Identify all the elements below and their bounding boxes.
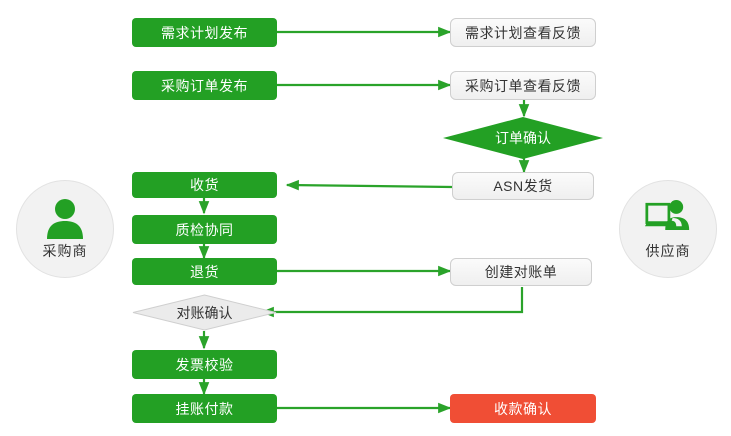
actor-buyer-label: 采购商 [42, 243, 88, 259]
diamond-shape-statement-confirm [132, 294, 277, 331]
edge-asn-to-receive [285, 179, 453, 191]
person-icon [47, 199, 83, 239]
node-invoice-verify[interactable]: 发票校验 [132, 350, 277, 379]
actor-supplier-label: 供应商 [645, 243, 691, 259]
node-demand-plan-publish[interactable]: 需求计划发布 [132, 18, 277, 47]
actor-supplier: 供应商 [619, 180, 717, 278]
node-statement-confirm[interactable]: 对账确认 [132, 294, 277, 331]
node-purchase-order-feedback[interactable]: 采购订单查看反馈 [450, 71, 596, 100]
node-purchase-order-publish[interactable]: 采购订单发布 [132, 71, 277, 100]
actor-buyer: 采购商 [16, 180, 114, 278]
node-return-goods[interactable]: 退货 [132, 258, 277, 285]
node-demand-plan-feedback[interactable]: 需求计划查看反馈 [450, 18, 596, 47]
node-order-confirm[interactable]: 订单确认 [442, 116, 604, 160]
person-computer-icon [645, 200, 690, 230]
node-receipt-confirm[interactable]: 收款确认 [450, 394, 596, 423]
node-receive-goods[interactable]: 收货 [132, 172, 277, 198]
edge-statement-to-confirm [260, 287, 524, 318]
diamond-shape-order-confirm [443, 117, 603, 159]
node-statement-confirm-label: 对账确认 [176, 304, 233, 321]
node-create-statement[interactable]: 创建对账单 [450, 258, 592, 286]
node-hang-account-payment[interactable]: 挂账付款 [132, 394, 277, 423]
node-asn-shipment[interactable]: ASN发货 [452, 172, 594, 200]
node-quality-collaboration[interactable]: 质检协同 [132, 215, 277, 244]
node-order-confirm-label: 订单确认 [495, 130, 551, 146]
